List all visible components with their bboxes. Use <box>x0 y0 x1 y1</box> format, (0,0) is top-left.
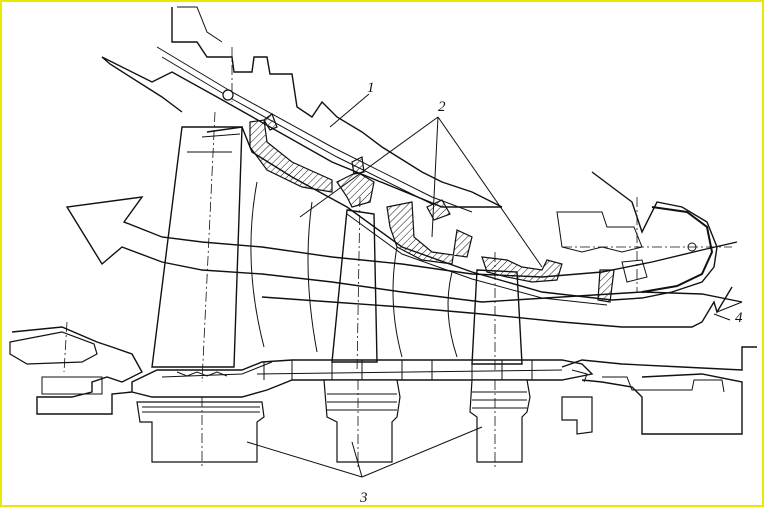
blade-stage-2 <box>331 196 378 373</box>
label-part-4: 4 <box>735 310 743 326</box>
vane-ring-1 <box>249 113 333 193</box>
label-part-3: 3 <box>359 490 368 506</box>
stator-vanes <box>250 181 458 358</box>
label-part-2: 2 <box>438 99 446 115</box>
label-part-1: 1 <box>367 80 375 96</box>
vane-ring-2 <box>336 156 375 208</box>
rotor-drum <box>131 359 594 398</box>
blade-stage-3 <box>471 252 523 372</box>
disk-1 <box>136 397 265 467</box>
front-support <box>561 346 757 435</box>
nose-cone <box>556 171 732 301</box>
leader-lines <box>246 93 731 478</box>
disk-2 <box>323 379 401 467</box>
flow-path-liner <box>201 126 613 306</box>
disk-3 <box>469 379 531 467</box>
vane-ring-3 <box>386 199 473 265</box>
blade-stage-1 <box>151 111 243 383</box>
airflow-arrow <box>65 196 743 328</box>
rear-support <box>9 321 143 415</box>
